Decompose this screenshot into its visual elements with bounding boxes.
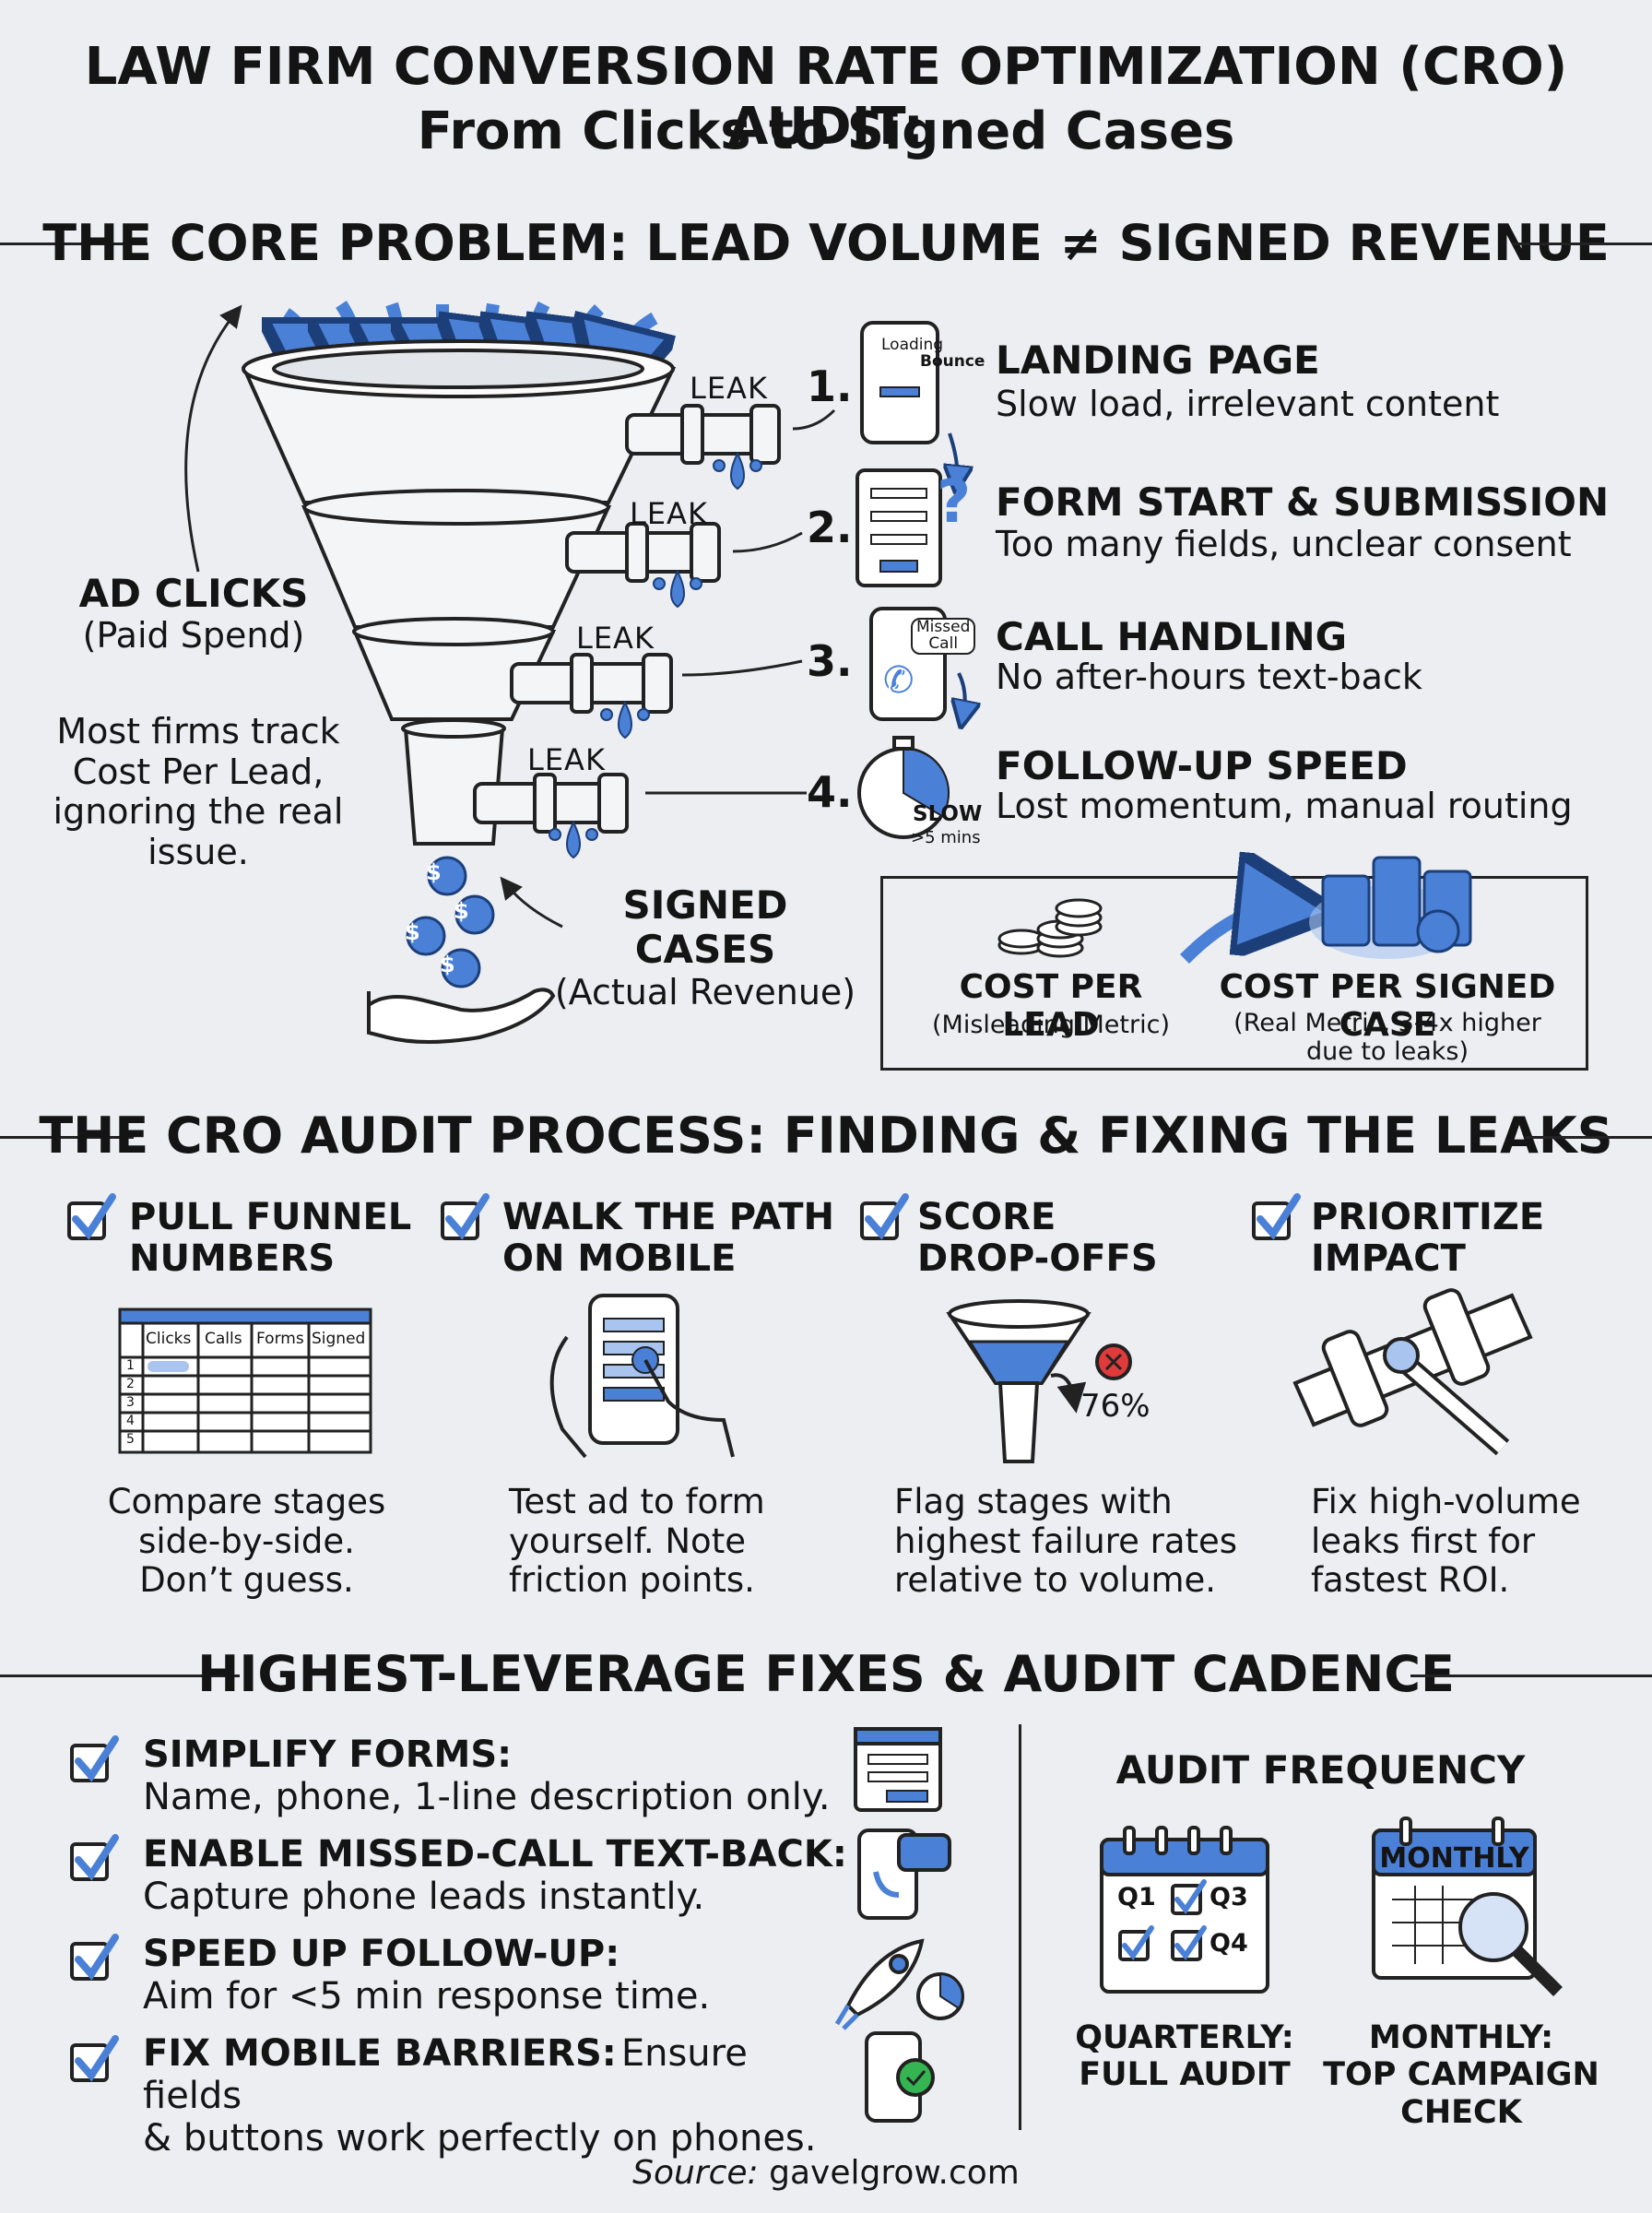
table-header: Clicks	[146, 1330, 192, 1348]
dropoff-percentage: 76%	[1080, 1388, 1150, 1425]
source-footer: Source: gavelgrow.com	[632, 2154, 1020, 2192]
quarterly-audit-label: QUARTERLY:FULL AUDIT	[1075, 2019, 1294, 2094]
stage-desc-1: Slow load, irrelevant content	[996, 384, 1500, 424]
section-divider	[1512, 243, 1652, 245]
coin-symbol: $	[405, 919, 420, 945]
cost-per-lead-title: COST PER LEAD	[959, 968, 1143, 1044]
fix-item-text-back: ENABLE MISSED-CALL TEXT-BACK: Capture ph…	[143, 1833, 847, 1918]
fix-item-simplify-forms: SIMPLIFY FORMS: Name, phone, 1-line desc…	[143, 1734, 831, 1818]
stage-title-2: FORM START & SUBMISSION	[996, 479, 1610, 525]
slow-label: SLOW	[913, 802, 983, 826]
stage-number-1: 1.	[807, 361, 853, 411]
fix-item-follow-up: SPEED UP FOLLOW-UP: Aim for <5 min respo…	[143, 1933, 711, 2018]
stage-title-4: FOLLOW-UP SPEED	[996, 743, 1408, 788]
table-row-number: 2	[126, 1377, 135, 1391]
rocket-stopwatch-icon	[834, 1938, 964, 2030]
cost-per-signed-case-subtitle: (Real Metric, 3-4x higher due to leaks)	[1233, 1009, 1541, 1067]
section-divider	[0, 1136, 134, 1139]
leaky-funnel-illustration	[184, 301, 1652, 1044]
stage-icon-text: Loading	[881, 336, 944, 354]
coin-symbol: $	[426, 859, 442, 885]
quarter-label: Q1	[1117, 1883, 1156, 1911]
open-hand-icon	[367, 988, 556, 1044]
stage-desc-4: Lost momentum, manual routing	[996, 786, 1573, 826]
stage-icon-text: Bounce	[920, 352, 985, 371]
audit-step-illustrations	[67, 1193, 1533, 1463]
coins-illustration	[997, 0, 1472, 1088]
stage-desc-3: No after-hours text-back	[996, 657, 1422, 697]
fix-item-mobile-barriers: FIX MOBILE BARRIERS: Ensure fields & but…	[143, 2032, 817, 2160]
mobile-tap-icon	[549, 1294, 735, 1459]
form-question-icon	[856, 468, 942, 587]
signed-cases-title: SIGNED CASES	[622, 882, 788, 973]
phone-message-icon	[857, 1828, 951, 1920]
stage-number-4: 4.	[807, 767, 853, 817]
cost-per-lead-subtitle: (Misleading Metric)	[931, 1011, 1170, 1039]
table-header: Forms	[256, 1330, 304, 1348]
table-row-number: 4	[126, 1414, 135, 1428]
stage-number-3: 3.	[807, 636, 853, 686]
coin-symbol: $	[440, 952, 455, 977]
page-title: LAW FIRM CONVERSION RATE OPTIMIZATION (C…	[84, 37, 1568, 157]
table-row-number: 5	[126, 1432, 135, 1447]
quarterly-calendar-icon	[1100, 1826, 1269, 1994]
stage-number-2: 2.	[807, 503, 853, 552]
stage-title-1: LANDING PAGE	[996, 337, 1320, 383]
browser-form-icon	[854, 1727, 942, 1812]
stopwatch-icon	[857, 736, 950, 839]
phone-loading-icon	[860, 321, 957, 479]
cost-per-signed-case-title: COST PER SIGNED CASE	[1219, 968, 1556, 1044]
section-divider	[0, 243, 148, 245]
table-header: Calls	[205, 1330, 242, 1348]
question-mark-icon: ?	[937, 468, 972, 537]
slow-time-label: >5 mins	[911, 828, 981, 847]
monthly-badge: MONTHLY	[1379, 1842, 1529, 1875]
fixes-heading: HIGHEST-LEVERAGE FIXES & AUDIT CADENCE	[197, 1645, 1455, 1703]
stage-desc-2: Too many fields, unclear consent	[996, 524, 1572, 564]
phone-handset-icon: ✆	[883, 659, 914, 702]
ad-clicks-subtitle: (Paid Spend)	[82, 615, 305, 657]
table-row-number: 3	[126, 1395, 135, 1410]
coin-symbol: $	[454, 898, 469, 924]
table-row-number: 1	[126, 1358, 135, 1373]
column-divider	[1019, 1724, 1021, 2130]
cost-per-lead-note: Most firms track Cost Per Lead, ignoring…	[53, 711, 344, 873]
monthly-calendar-icon	[1372, 1817, 1563, 1996]
leak-label-4: LEAK	[527, 742, 606, 777]
section-divider	[1410, 1675, 1652, 1677]
audit-process-heading: THE CRO AUDIT PROCESS: FINDING & FIXING …	[39, 1106, 1613, 1165]
spreadsheet-icon	[118, 1308, 372, 1454]
quarter-label: Q4	[1210, 1929, 1248, 1958]
quarter-label: Q3	[1210, 1883, 1248, 1911]
leak-label-2: LEAK	[630, 496, 708, 531]
core-problem-heading: THE CORE PROBLEM: LEAD VOLUME ≠ SIGNED R…	[42, 214, 1610, 272]
leak-label-1: LEAK	[690, 371, 768, 406]
audit-frequency-title: AUDIT FREQUENCY	[1115, 1747, 1526, 1793]
table-header: Signed	[312, 1330, 366, 1348]
phone-check-icon	[865, 2031, 935, 2123]
section-divider	[1526, 1136, 1652, 1139]
funnel-dropoff-icon	[946, 1299, 1132, 1463]
ad-clicks-title: AD CLICKS	[78, 571, 309, 616]
section-divider	[0, 1675, 240, 1677]
page-subtitle: From Clicks to Signed Cases	[417, 101, 1235, 161]
wrench-pipe-icon	[1292, 1288, 1533, 1456]
signed-cases-subtitle: (Actual Revenue)	[554, 971, 856, 1012]
leak-label-3: LEAK	[576, 621, 655, 656]
stage-title-3: CALL HANDLING	[996, 614, 1348, 659]
